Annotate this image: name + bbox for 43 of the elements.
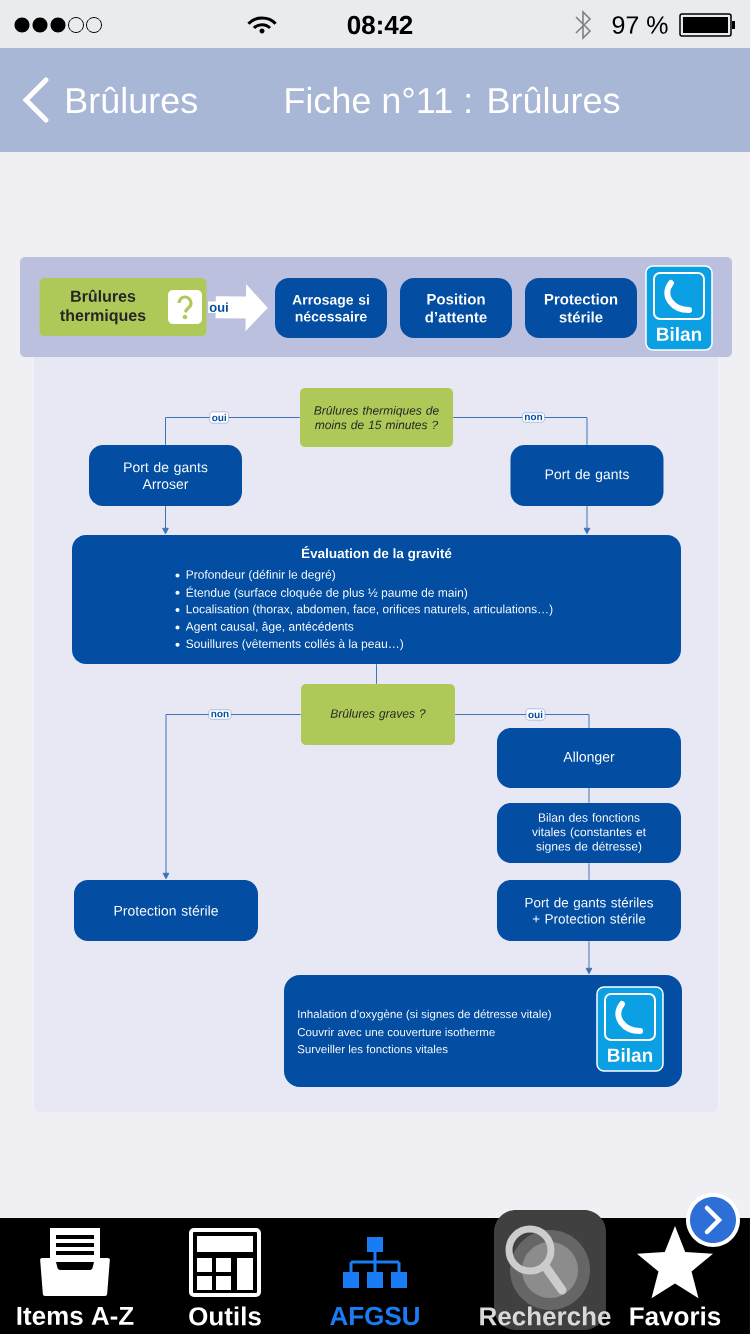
list-item: Étendue (surface cloquée de plus ½ paume de main) bbox=[175, 586, 468, 600]
list-item: Souillures (vêtements collés à la peau…) bbox=[175, 639, 403, 651]
process-box: Protection stérile bbox=[74, 880, 258, 941]
process-box: Protection stérile bbox=[525, 278, 637, 338]
connector bbox=[165, 417, 301, 446]
tab-label: Outils bbox=[189, 1306, 261, 1326]
process-box: Arrosage si nécessaire bbox=[275, 278, 387, 338]
process-box: Bilan des fonctions vitales (constantes et signes de détresse) bbox=[497, 803, 681, 863]
tab-label: Recherche bbox=[480, 1306, 611, 1326]
tab-label: Favoris bbox=[630, 1306, 721, 1326]
process-box: Port de gants Arroser bbox=[89, 445, 242, 506]
process-box: Port de gants bbox=[510, 445, 664, 506]
connector bbox=[585, 940, 593, 975]
edge-label: oui bbox=[525, 708, 546, 721]
tab-label: Items A-Z bbox=[17, 1306, 134, 1326]
back-button: Brûlures bbox=[22, 77, 197, 123]
page-title: Fiche n°11 : Brûlures bbox=[286, 86, 620, 114]
tab-label: AFGSU bbox=[330, 1306, 419, 1326]
instruction-text: Couvrir avec une couverture isotherme bbox=[297, 1027, 495, 1037]
instruction-text: Surveiller les fonctions vitales bbox=[297, 1044, 448, 1054]
connector bbox=[162, 714, 302, 880]
connector bbox=[588, 862, 590, 881]
edge-label: non bbox=[208, 709, 232, 720]
connector bbox=[588, 787, 590, 804]
battery-level: 97 % bbox=[612, 16, 668, 34]
process-box: Port de gants stériles + Protection stérile bbox=[497, 880, 681, 941]
decision-box: Brûlures thermiques de moins de 15 minutes ? bbox=[300, 388, 453, 447]
connector bbox=[162, 505, 169, 535]
list-item: Localisation (thorax, abdomen, face, orifices naturels, articulations…) bbox=[175, 604, 553, 616]
list-item: Agent causal, âge, antécédents bbox=[175, 621, 354, 634]
connector bbox=[376, 663, 377, 685]
decision-box: Brûlures graves ? bbox=[301, 684, 455, 745]
edge-label: non bbox=[522, 412, 545, 423]
instruction-text: Inhalation d’oxygène (si signes de détresse vitale) bbox=[298, 1009, 551, 1021]
connector bbox=[583, 505, 591, 535]
edge-label: oui bbox=[208, 301, 230, 313]
connector bbox=[452, 417, 588, 446]
connector bbox=[454, 714, 590, 729]
edge-label: oui bbox=[209, 411, 229, 424]
process-box: Allonger bbox=[497, 728, 681, 788]
process-box: Position d’attente bbox=[400, 278, 512, 338]
time-text: 08:42 bbox=[347, 15, 413, 35]
list-item: Profondeur (définir le degré) bbox=[175, 569, 335, 582]
